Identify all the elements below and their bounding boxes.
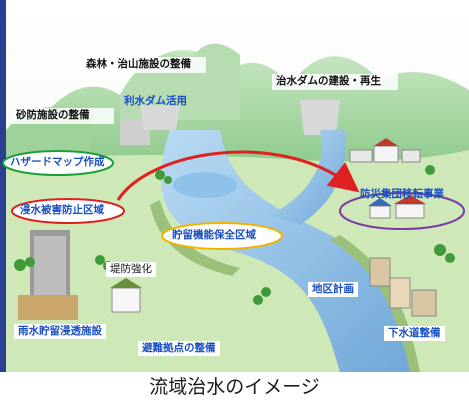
label-rain-storage: 雨水貯留浸透施設 (14, 324, 106, 340)
label-relocation: 防災集団移転事業 (360, 188, 444, 200)
label-flood-prevention: 浸水被害防止区域 (20, 204, 104, 216)
relocation-buildings (368, 195, 426, 219)
flood-control-dam (300, 100, 340, 135)
evacuation-building (110, 278, 142, 313)
sabo-dam (120, 120, 150, 145)
relocation-oval (339, 192, 465, 230)
storage-tower (18, 230, 78, 320)
dam-label-bg (272, 74, 398, 90)
storage-oval (161, 222, 283, 250)
left-border (0, 0, 6, 372)
label-dam: 治水ダムの建設・再生 (276, 75, 381, 87)
sabo-label-bg (12, 108, 114, 124)
label-levee: 堤防強化 (106, 262, 156, 278)
levee-right (330, 235, 420, 372)
hazard-map-oval (2, 150, 114, 176)
diagram-caption: 流域治水のイメージ (149, 376, 320, 398)
label-evacuation: 避難拠点の整備 (138, 341, 220, 357)
trees (14, 165, 455, 305)
label-water-dam: 利水ダム活用 (124, 95, 187, 107)
river-branch (270, 130, 346, 225)
forest-label-bg (82, 57, 206, 73)
label-forest: 森林・治山施設の整備 (86, 58, 191, 70)
buildings-top-right (349, 138, 421, 163)
label-district: 地区計画 (308, 282, 358, 298)
pond (173, 172, 237, 198)
relocation-arrow (116, 150, 360, 201)
label-hazard-map: ハザードマップ作成 (10, 156, 105, 168)
landscape-illustration (0, 0, 469, 372)
district-buildings (369, 257, 437, 317)
water-use-dam (140, 105, 180, 130)
flood-prevention-oval (11, 198, 125, 224)
label-sewer: 下水道整備 (384, 326, 445, 342)
label-sabo: 砂防施設の整備 (16, 109, 90, 121)
label-storage: 貯留機能保全区域 (172, 229, 256, 241)
